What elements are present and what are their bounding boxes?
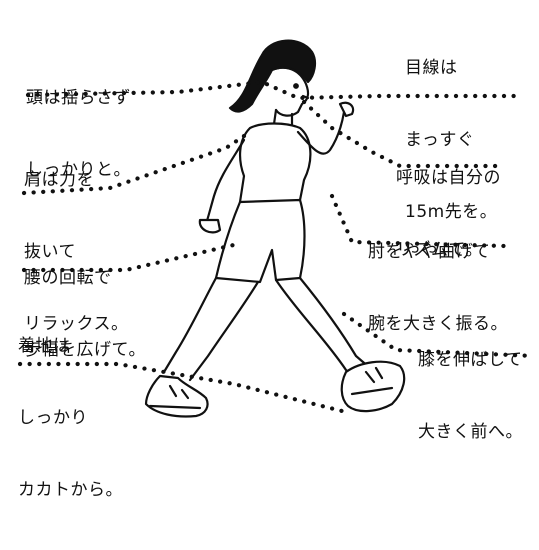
label-shoulder: 肩は力を 抜いて リラックス。 xyxy=(24,120,129,384)
label-gaze: 目線は まっすぐ 15m先を。 xyxy=(405,8,497,272)
label-shoulder-line3: リラックス。 xyxy=(24,314,129,334)
label-hips: 腰の回転で 歩幅を広げて。 xyxy=(24,218,146,410)
shorts xyxy=(214,198,306,284)
leader-landing xyxy=(17,361,349,415)
label-hips-line2: 歩幅を広げて。 xyxy=(24,340,146,360)
label-knee-line1: 膝を伸ばして xyxy=(418,350,523,370)
leader-lines xyxy=(17,79,537,415)
leader-knee xyxy=(341,311,537,359)
leader-head xyxy=(25,79,525,101)
eye xyxy=(293,83,299,89)
front-arm xyxy=(296,110,346,155)
label-head-line1: 頭は揺らさず xyxy=(26,88,131,108)
label-head-line2: しっかりと。 xyxy=(26,160,131,180)
front-shoe xyxy=(340,360,406,413)
label-breathing: 呼吸は自分の リズムで。 xyxy=(396,118,501,310)
label-shoulder-line2: 抜いて xyxy=(24,242,76,262)
label-breathing-line2: リズムで。 xyxy=(396,240,483,260)
label-elbow: 肘をやや曲げて 腕を大きく振る。 xyxy=(368,192,508,384)
label-elbow-line2: 腕を大きく振る。 xyxy=(368,314,508,334)
label-gaze-line3: 15m先を。 xyxy=(405,202,498,222)
label-landing-line3: カカトから。 xyxy=(18,480,123,500)
back-arm xyxy=(204,138,246,226)
label-gaze-line2: まっすぐ xyxy=(405,130,475,150)
label-landing: 着地は しっかり カカトから。 xyxy=(18,286,123,550)
label-landing-line1: 着地は xyxy=(18,336,71,356)
front-leg xyxy=(274,278,362,382)
leader-elbow xyxy=(329,193,507,249)
label-breathing-line1: 呼吸は自分の xyxy=(396,168,501,188)
shirt xyxy=(238,122,312,207)
label-landing-line2: しっかり xyxy=(18,408,88,428)
label-shoulder-line1: 肩は力を xyxy=(24,170,94,190)
back-leg xyxy=(162,276,218,374)
walker-illustration xyxy=(17,39,537,418)
label-head: 頭は揺らさず しっかりと。 xyxy=(26,38,131,230)
label-gaze-line1: 目線は xyxy=(405,58,458,78)
walking-form-diagram: 頭は揺らさず しっかりと。 目線は まっすぐ 15m先を。 肩は力を 抜いて リ… xyxy=(17,8,537,500)
label-elbow-line1: 肘をやや曲げて xyxy=(368,242,491,262)
label-knee-line2: 大きく前へ。 xyxy=(418,422,523,442)
label-knee: 膝を伸ばして 大きく前へ。 xyxy=(418,300,523,492)
leader-breathing xyxy=(301,99,507,169)
label-hips-line1: 腰の回転で xyxy=(24,268,112,288)
